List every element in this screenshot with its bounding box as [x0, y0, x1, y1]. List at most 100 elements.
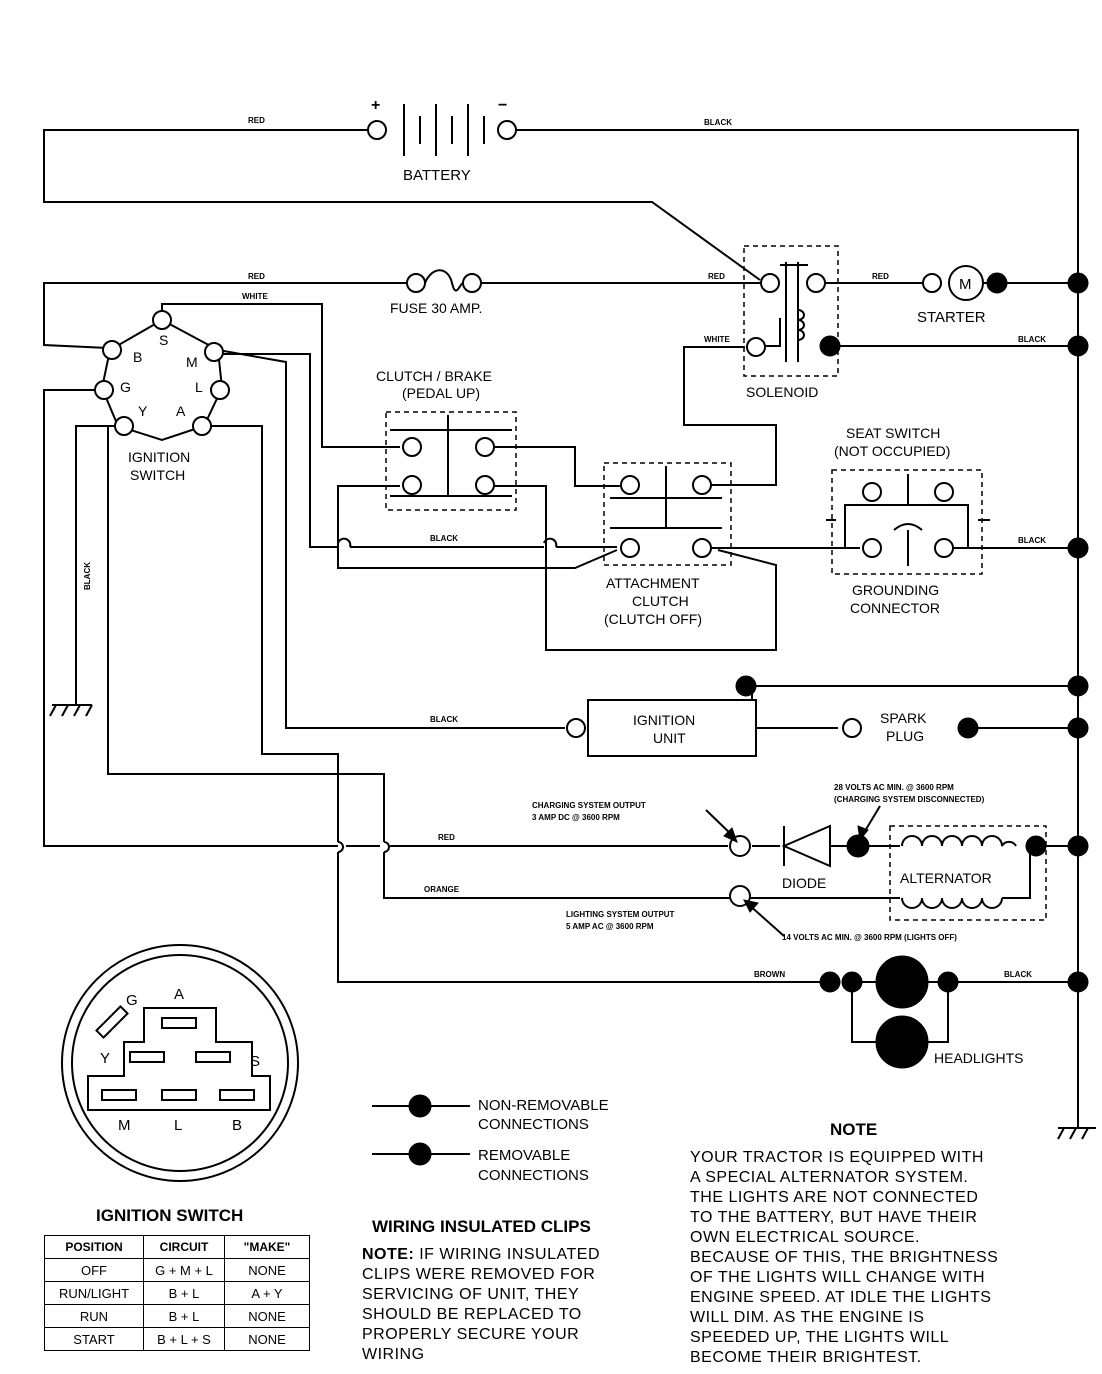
svg-text:RED: RED	[872, 272, 889, 281]
diode: DIODE	[729, 824, 870, 891]
ignition-switch-table: POSITION CIRCUIT "MAKE" OFF G + M + L NO…	[44, 1235, 310, 1351]
battery: + − BATTERY	[367, 97, 517, 184]
ignition-switch-face: G A Y S M L B	[61, 944, 299, 1182]
right-rail-connections	[1067, 272, 1089, 993]
headlights-label: HEADLIGHTS	[934, 1050, 1023, 1066]
seat-switch: SEAT SWITCH (NOT OCCUPIED) GROUNDING CON…	[826, 425, 990, 616]
svg-text:M: M	[186, 354, 198, 370]
clutch-brake-switch: CLUTCH / BRAKE (PEDAL UP)	[376, 368, 517, 511]
solenoid: SOLENOID	[743, 245, 841, 400]
svg-text:Y: Y	[138, 403, 148, 419]
clips-note-label: NOTE:	[362, 1246, 415, 1263]
svg-text:28 VOLTS AC MIN. @ 3600 RPM: 28 VOLTS AC MIN. @ 3600 RPM	[834, 783, 954, 792]
spark-plug-label-1: SPARK	[880, 710, 927, 726]
legend-nonremovable-1: NON-REMOVABLE	[478, 1097, 609, 1114]
clutch-brake-label-1: CLUTCH / BRAKE	[376, 368, 492, 384]
alternator: ALTERNATOR	[729, 825, 1047, 921]
starter-m: M	[959, 276, 972, 293]
fuse-label: FUSE 30 AMP.	[390, 300, 482, 316]
svg-text:L: L	[195, 379, 203, 395]
svg-text:RED: RED	[438, 833, 455, 842]
ignition-unit: IGNITION UNIT	[566, 675, 757, 757]
table-row: START B + L + S NONE	[44, 1327, 310, 1351]
table-header: POSITION	[44, 1235, 144, 1259]
table-header-row: POSITION CIRCUIT "MAKE"	[44, 1235, 310, 1259]
svg-text:(CHARGING SYSTEM DISCONNECTED): (CHARGING SYSTEM DISCONNECTED)	[834, 795, 985, 804]
svg-text:5 AMP AC @ 3600 RPM: 5 AMP AC @ 3600 RPM	[566, 922, 654, 931]
svg-text:B: B	[133, 349, 142, 365]
svg-text:BLACK: BLACK	[430, 715, 458, 724]
seat-switch-label-2: (NOT OCCUPIED)	[834, 443, 950, 459]
ignition-unit-label-1: IGNITION	[633, 712, 695, 728]
svg-text:S: S	[250, 1053, 260, 1070]
table-row: RUN B + L NONE	[44, 1304, 310, 1328]
svg-text:14 VOLTS AC MIN. @ 3600 RPM (L: 14 VOLTS AC MIN. @ 3600 RPM (LIGHTS OFF)	[782, 933, 957, 942]
svg-text:WHITE: WHITE	[704, 335, 730, 344]
clips-note-title: WIRING INSULATED CLIPS	[372, 1217, 591, 1236]
diode-label: DIODE	[782, 875, 826, 891]
note-body: YOUR TRACTOR IS EQUIPPED WITH A SPECIAL …	[690, 1149, 999, 1366]
attachment-label-1: ATTACHMENT	[606, 575, 700, 591]
svg-text:3 AMP DC @ 3600 RPM: 3 AMP DC @ 3600 RPM	[532, 813, 620, 822]
table-row: RUN/LIGHT B + L A + Y	[44, 1281, 310, 1305]
svg-text:A: A	[176, 403, 186, 419]
svg-text:ORANGE: ORANGE	[424, 885, 460, 894]
grounding-label-2: CONNECTOR	[850, 600, 940, 616]
clips-note-body: NOTE: IF WIRING INSULATED CLIPS WERE REM…	[362, 1246, 600, 1363]
table-header: CIRCUIT	[143, 1235, 225, 1259]
svg-text:LIGHTING SYSTEM OUTPUT: LIGHTING SYSTEM OUTPUT	[566, 910, 675, 919]
ignition-switch-label-2: SWITCH	[130, 467, 185, 483]
annotation-arrows	[705, 805, 881, 937]
svg-text:Y: Y	[100, 1050, 110, 1067]
svg-text:G: G	[120, 379, 131, 395]
battery-label: BATTERY	[403, 167, 471, 184]
svg-text:RED: RED	[248, 272, 265, 281]
attachment-label-2: CLUTCH	[632, 593, 689, 609]
svg-text:BLACK: BLACK	[1018, 335, 1046, 344]
spark-plug: SPARK PLUG	[842, 710, 979, 744]
attachment-clutch-switch: ATTACHMENT CLUTCH (CLUTCH OFF)	[603, 462, 732, 627]
fuse: FUSE 30 AMP.	[390, 269, 482, 316]
legend-removable-2: CONNECTIONS	[478, 1167, 589, 1184]
clutch-brake-label-2: (PEDAL UP)	[402, 385, 480, 401]
ignition-unit-label-2: UNIT	[653, 730, 686, 746]
svg-text:RED: RED	[708, 272, 725, 281]
svg-text:L: L	[174, 1117, 182, 1134]
battery-minus: −	[498, 97, 507, 114]
svg-text:WHITE: WHITE	[242, 292, 268, 301]
attachment-label-3: (CLUTCH OFF)	[604, 611, 702, 627]
table-header: "MAKE"	[224, 1235, 310, 1259]
solenoid-label: SOLENOID	[746, 384, 818, 400]
svg-text:BROWN: BROWN	[754, 970, 785, 979]
starter: M STARTER	[917, 265, 1008, 326]
svg-text:B: B	[232, 1117, 242, 1134]
ignition-table-title: IGNITION SWITCH	[96, 1206, 244, 1225]
wires	[43, 129, 1079, 1095]
note-title: NOTE	[830, 1120, 878, 1139]
legend: NON-REMOVABLE CONNECTIONS REMOVABLE CONN…	[372, 1094, 609, 1184]
svg-text:M: M	[118, 1117, 131, 1134]
legend-nonremovable-2: CONNECTIONS	[478, 1116, 589, 1133]
alternator-label: ALTERNATOR	[900, 870, 992, 886]
svg-text:BLACK: BLACK	[1018, 536, 1046, 545]
svg-text:S: S	[159, 332, 168, 348]
svg-text:BLACK: BLACK	[704, 118, 732, 127]
svg-text:BLACK: BLACK	[430, 534, 458, 543]
headlights: HEADLIGHTS	[819, 955, 1023, 1069]
starter-label: STARTER	[917, 309, 986, 326]
seat-switch-label-1: SEAT SWITCH	[846, 425, 940, 441]
svg-text:G: G	[126, 992, 138, 1009]
ground-symbols	[49, 704, 1096, 1140]
grounding-label-1: GROUNDING	[852, 582, 939, 598]
table-row: OFF G + M + L NONE	[44, 1258, 310, 1282]
wire-labels: RED BLACK RED WHITE RED WHITE RED BLACK …	[83, 116, 1046, 979]
spark-plug-label-2: PLUG	[886, 728, 924, 744]
ignition-switch-schematic: B S M G L Y A IGNITION SWITCH	[94, 310, 230, 483]
svg-text:CHARGING SYSTEM OUTPUT: CHARGING SYSTEM OUTPUT	[532, 801, 646, 810]
legend-removable-1: REMOVABLE	[478, 1147, 570, 1164]
svg-text:RED: RED	[248, 116, 265, 125]
svg-text:BLACK: BLACK	[83, 562, 92, 590]
ignition-switch-label-1: IGNITION	[128, 449, 190, 465]
battery-plus: +	[371, 97, 380, 114]
